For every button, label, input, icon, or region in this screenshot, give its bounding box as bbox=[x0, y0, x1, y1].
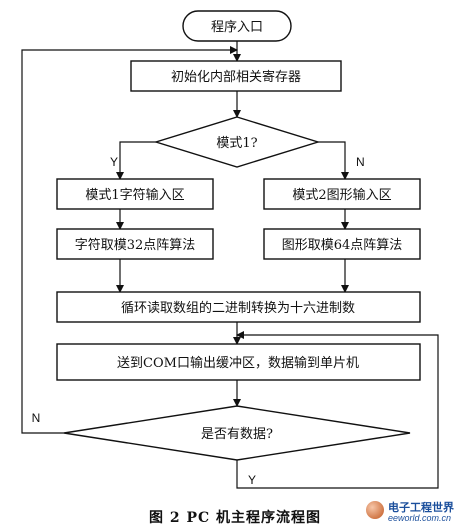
mode-no-label: N bbox=[356, 155, 365, 169]
data-decision-label: 是否有数据? bbox=[201, 427, 273, 442]
mode-yes-branch bbox=[116, 141, 156, 180]
graph-algo-label: 图形取模64点阵算法 bbox=[282, 238, 403, 253]
data-yes-label: Y bbox=[248, 473, 256, 487]
data-no-label: N bbox=[32, 411, 41, 425]
char-algo-box bbox=[56, 228, 214, 260]
figure-caption: 图 2 PC 机主程序流程图 bbox=[148, 510, 322, 526]
init-label: 初始化内部相关寄存器 bbox=[171, 69, 301, 85]
watermark-url: eeworld.com.cn bbox=[388, 513, 452, 523]
char-algo-label: 字符取模32点阵算法 bbox=[75, 237, 196, 253]
init-box bbox=[130, 60, 342, 92]
mode-decision-diamond bbox=[153, 116, 321, 168]
data-no-loop bbox=[21, 46, 238, 434]
mode-yes-label: Y bbox=[110, 155, 118, 169]
convert-box bbox=[56, 291, 421, 323]
mode2-input-box bbox=[263, 178, 421, 210]
data-yes-loop bbox=[236, 331, 439, 489]
mode2-input-label: 模式2图形输入区 bbox=[292, 187, 391, 203]
send-box bbox=[56, 343, 421, 381]
convert-label: 循环读取数组的二进制转换为十六进制数 bbox=[121, 300, 355, 316]
start-label: 程序入口 bbox=[211, 20, 263, 35]
watermark-logo: 电子工程世界 eeworld.com.cn bbox=[366, 499, 466, 525]
eeworld-logo-icon bbox=[366, 501, 384, 519]
graph-algo-box bbox=[263, 228, 421, 260]
send-label: 送到COM口输出缓冲区，数据输到单片机 bbox=[117, 355, 359, 371]
mode-no-branch bbox=[318, 141, 349, 180]
mode-decision-label: 模式1? bbox=[216, 136, 257, 151]
mode1-input-box bbox=[56, 178, 214, 210]
mode1-input-label: 模式1字符输入区 bbox=[85, 187, 184, 203]
watermark-title: 电子工程世界 bbox=[388, 502, 454, 514]
